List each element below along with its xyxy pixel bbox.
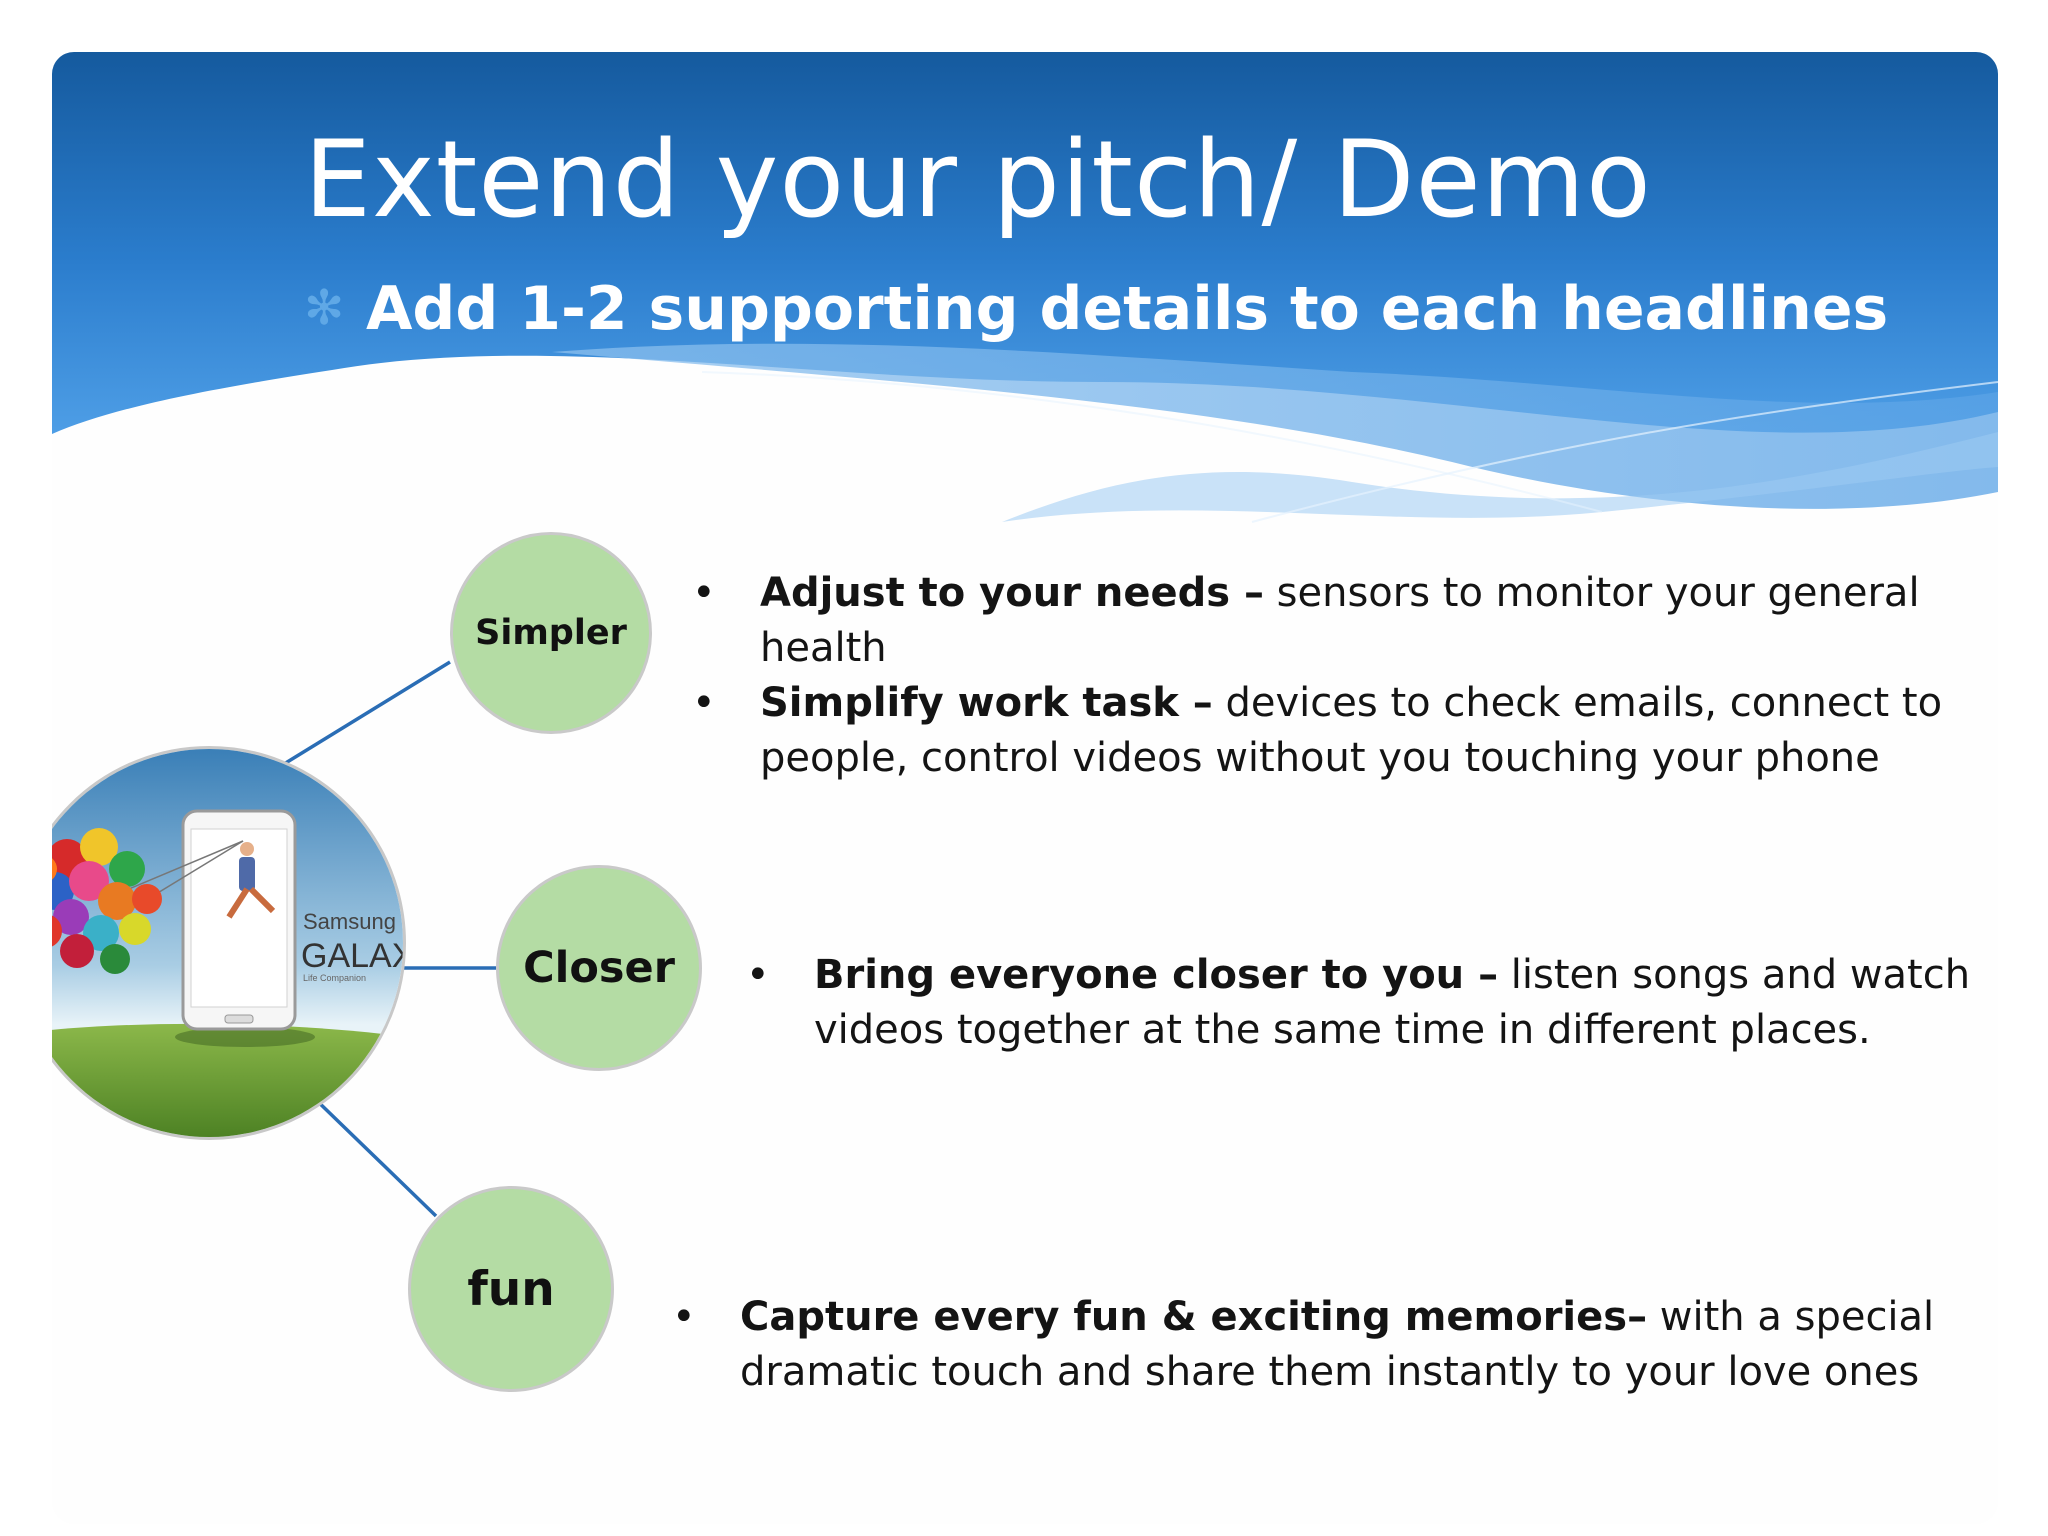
bullet-heading: Bring everyone closer to you –	[814, 952, 1498, 998]
hub-brand: Samsung	[303, 909, 396, 934]
slide: Extend your pitch/ Demo ✻ Add 1-2 suppor…	[52, 52, 1998, 1524]
node-closer: Closer	[496, 865, 702, 1071]
bullet-item: Adjust to your needs – sensors to monito…	[692, 566, 1992, 676]
node-simpler: Simpler	[450, 532, 652, 734]
bullet-heading: Adjust to your needs –	[760, 570, 1264, 616]
bullet-list-simpler: Adjust to your needs – sensors to monito…	[692, 566, 1992, 786]
bullet-item: Bring everyone closer to you – listen so…	[746, 948, 1986, 1058]
bullet-item: Simplify work task – devices to check em…	[692, 676, 1992, 786]
bullet-list-fun: Capture every fun & exciting memories– w…	[672, 1290, 1972, 1400]
connector-line-fun	[310, 1094, 436, 1216]
bullet-heading: Capture every fun & exciting memories–	[740, 1294, 1647, 1340]
hub-tagline: Life Companion	[303, 973, 366, 983]
bullet-item: Capture every fun & exciting memories– w…	[672, 1290, 1972, 1400]
hub-product: GALAX	[301, 937, 406, 975]
bullet-heading: Simplify work task –	[760, 680, 1213, 726]
connector-line-simpler	[284, 662, 450, 764]
bullet-list-closer: Bring everyone closer to you – listen so…	[746, 948, 1986, 1058]
node-fun: fun	[408, 1186, 614, 1392]
